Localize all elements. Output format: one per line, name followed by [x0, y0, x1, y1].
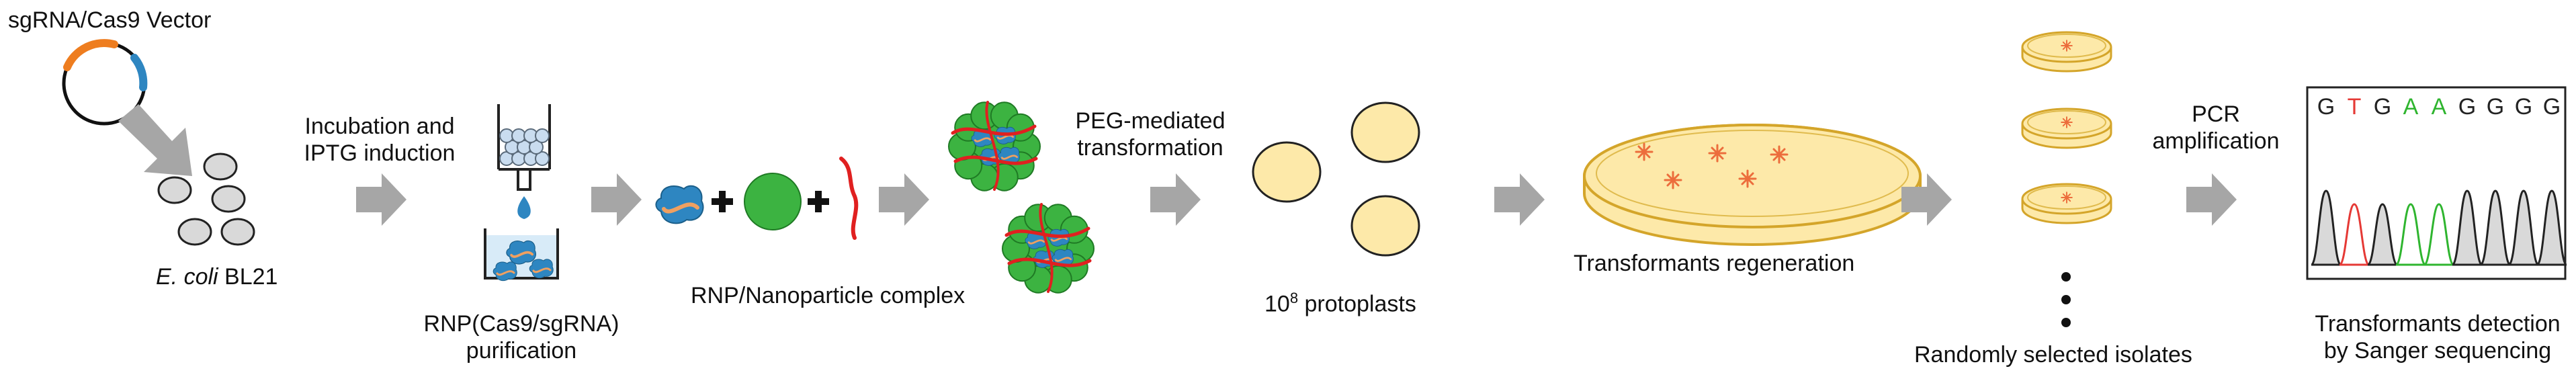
ecoli-cells — [157, 153, 255, 246]
nanoparticle-complex-icon — [1002, 203, 1094, 294]
cell-icon — [177, 218, 212, 246]
protoplast-count-text: protoplasts — [1298, 291, 1416, 317]
colony-icon — [1708, 144, 1727, 163]
protein-icon — [656, 186, 703, 224]
petri-dish-icon — [2021, 31, 2112, 73]
rnp-components — [656, 157, 859, 240]
purification-icon — [484, 104, 559, 282]
plus-icon — [712, 191, 733, 212]
peg-label: PEG-mediated transformation — [1071, 108, 1230, 161]
flow-arrow — [1494, 173, 1545, 226]
protoplast-count-exp: 8 — [1289, 290, 1299, 306]
trace-peak — [2310, 189, 2342, 266]
beaker-icon — [484, 228, 559, 282]
ecoli-strain: BL21 — [218, 264, 278, 290]
protoplasts-label: 108 protoplasts — [1264, 285, 1416, 317]
regeneration-label: Transformants regeneration — [1574, 251, 1855, 276]
colony-icon — [2061, 116, 2073, 128]
protoplasts-icon — [1252, 101, 1420, 257]
cell-icon — [157, 176, 192, 204]
cell-icon — [220, 218, 255, 246]
base-letter: G — [2515, 94, 2532, 120]
detection-line2: by Sanger sequencing — [2323, 338, 2552, 363]
rna-icon — [839, 157, 859, 240]
nanoparticle-icon — [744, 173, 802, 230]
trace-peak — [2338, 203, 2370, 266]
colony-icon — [2061, 40, 2073, 52]
flow-arrow — [2186, 173, 2237, 226]
petri-dish-icon — [1583, 124, 1922, 246]
incubation-line2: IPTG induction — [304, 140, 456, 166]
flow-arrow — [1901, 173, 1952, 226]
incubation-line1: Incubation and — [304, 114, 455, 139]
peg-line2: transformation — [1077, 135, 1223, 161]
cell-icon — [203, 153, 238, 181]
colony-icon — [2061, 191, 2073, 204]
peg-line1: PEG-mediated — [1075, 108, 1226, 134]
base-letter: A — [2432, 94, 2447, 120]
ecoli-species: E. coli — [156, 264, 218, 290]
base-letter: G — [2543, 94, 2561, 120]
base-letter: T — [2348, 94, 2362, 120]
base-letter: G — [2374, 94, 2391, 120]
ecoli-label: E. coli BL21 — [156, 263, 277, 290]
purification-line1: RNP(Cas9/sgRNA) — [423, 311, 619, 337]
trace-peak — [2395, 203, 2427, 266]
drop-icon — [517, 196, 531, 219]
base-letter: G — [2458, 94, 2476, 120]
petri-dish-icon — [2021, 108, 2112, 149]
cell-icon — [211, 185, 246, 213]
pcr-line2: amplification — [2152, 128, 2280, 154]
complex-label: RNP/Nanoparticle complex — [691, 283, 965, 308]
pcr-line1: PCR — [2192, 101, 2240, 127]
flow-arrow — [356, 173, 406, 226]
diagonal-arrow — [118, 104, 192, 176]
trace-peak — [2423, 203, 2455, 266]
trace-peak — [2451, 189, 2483, 266]
detection-line1: Transformants detection — [2315, 311, 2561, 337]
colony-icon — [1770, 145, 1789, 164]
colony-icon — [1635, 142, 1654, 161]
trace-peak — [2536, 189, 2568, 266]
plus-icon — [808, 191, 829, 212]
petri-dish-icon — [2021, 183, 2112, 224]
incubation-label: Incubation and IPTG induction — [294, 113, 466, 167]
trace-peak — [2479, 189, 2511, 266]
trace-peak — [2507, 189, 2540, 266]
base-letter: G — [2317, 94, 2335, 120]
isolates-label: Randomly selected isolates — [1914, 342, 2192, 368]
plasmid-icon — [62, 39, 148, 126]
vector-label: sgRNA/Cas9 Vector — [8, 7, 212, 33]
flow-arrow — [1150, 173, 1201, 226]
isolate-plates — [2021, 31, 2112, 224]
dots-icon — [2061, 272, 2071, 327]
base-letter: G — [2487, 94, 2504, 120]
pcr-label: PCR amplification — [2145, 101, 2287, 155]
colony-icon — [1738, 169, 1757, 188]
purification-label: RNP(Cas9/sgRNA) purification — [421, 310, 622, 364]
detection-label: Transformants detection by Sanger sequen… — [2306, 310, 2569, 364]
flow-arrow — [591, 173, 642, 226]
protoplast-count-base: 10 — [1264, 291, 1290, 317]
colony-icon — [1664, 171, 1682, 189]
base-letter: A — [2403, 94, 2419, 120]
nanoparticle-complex-icon — [948, 101, 1041, 191]
trace-peak — [2366, 203, 2399, 266]
column-icon — [497, 104, 551, 219]
flow-arrow — [879, 173, 929, 226]
purification-line2: purification — [466, 338, 577, 363]
